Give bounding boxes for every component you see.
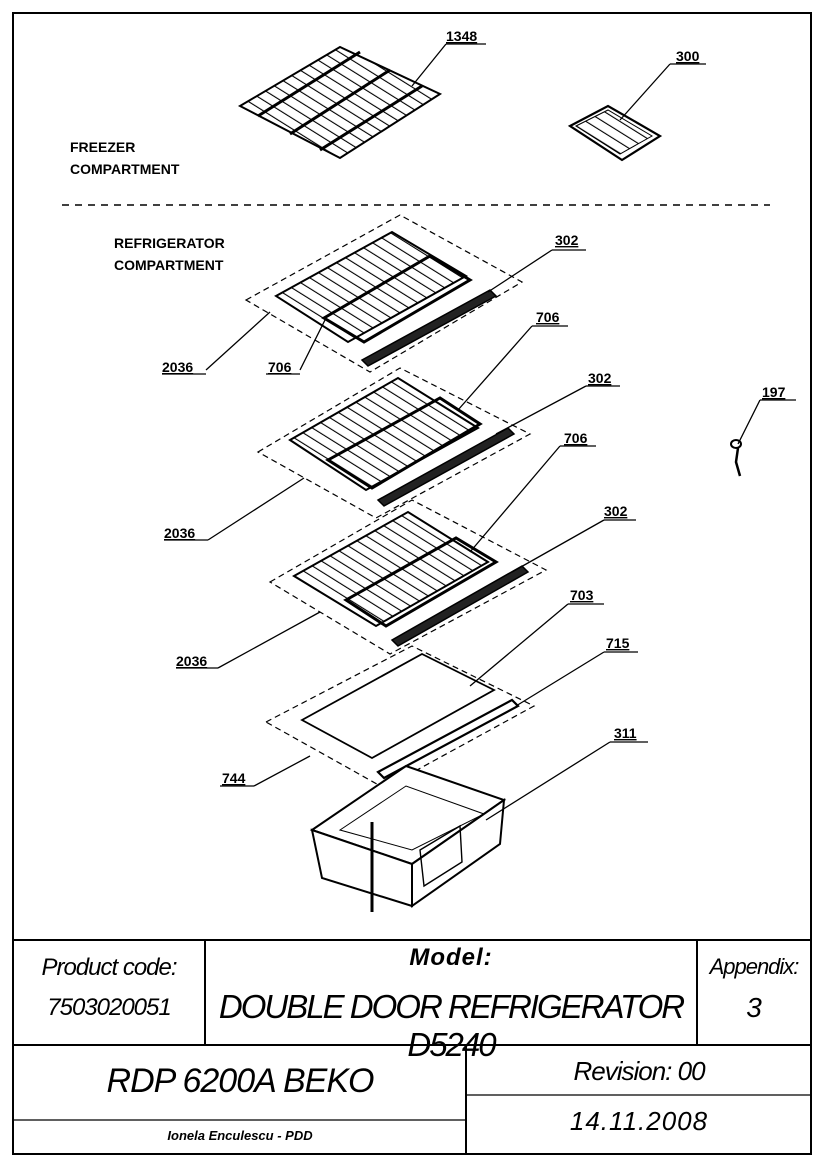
ice-tray xyxy=(567,104,663,162)
author: Ionela Enculescu - PDD xyxy=(167,1128,313,1143)
product-code-value: 7503020051 xyxy=(47,994,171,1021)
callout-706-c: 706 xyxy=(564,430,588,446)
callout-706-a: 706 xyxy=(268,359,292,375)
freezer-label-line2: COMPARTMENT xyxy=(70,161,180,177)
hinge-pin-part xyxy=(730,439,742,477)
callout-302-a: 302 xyxy=(555,232,579,248)
freezer-label-line1: FREEZER xyxy=(70,139,135,155)
callout-703: 703 xyxy=(570,587,594,603)
model-label: Model: xyxy=(409,944,493,971)
freezer-wire-shelf xyxy=(237,45,443,160)
model-value: DOUBLE DOOR REFRIGERATOR D5240 xyxy=(218,988,685,1063)
glass-shelf-assembly xyxy=(264,645,536,789)
callout-2036-a: 2036 xyxy=(162,359,193,375)
callout-706-b: 706 xyxy=(536,309,560,325)
callout-311: 311 xyxy=(614,725,637,741)
brand-model: RDP 6200A BEKO xyxy=(106,1062,375,1100)
date: 14.11.2008 xyxy=(569,1106,709,1136)
crisper-drawer xyxy=(309,764,507,912)
fridge-shelf-assembly-2 xyxy=(256,367,532,519)
callout-197: 197 xyxy=(762,384,786,400)
drawing-sheet xyxy=(12,12,812,1155)
appendix-label: Appendix: xyxy=(709,954,800,979)
callout-2036-c: 2036 xyxy=(176,653,207,669)
product-code-label: Product code: xyxy=(41,954,177,981)
revision: Revision: 00 xyxy=(573,1056,705,1086)
callout-715: 715 xyxy=(606,635,630,651)
fridge-shelf-assembly-3 xyxy=(268,499,548,655)
callout-302-c: 302 xyxy=(604,503,628,519)
appendix-value: 3 xyxy=(746,992,762,1023)
fridge-label-line1: REFRIGERATOR xyxy=(114,235,225,251)
callout-2036-b: 2036 xyxy=(164,525,195,541)
callout-300: 300 xyxy=(676,48,700,64)
callout-302-b: 302 xyxy=(588,370,612,386)
callout-744: 744 xyxy=(222,770,246,786)
fridge-label-line2: COMPARTMENT xyxy=(114,257,224,273)
callout-1348: 1348 xyxy=(446,28,477,44)
fridge-shelf-assembly-1 xyxy=(244,214,524,373)
